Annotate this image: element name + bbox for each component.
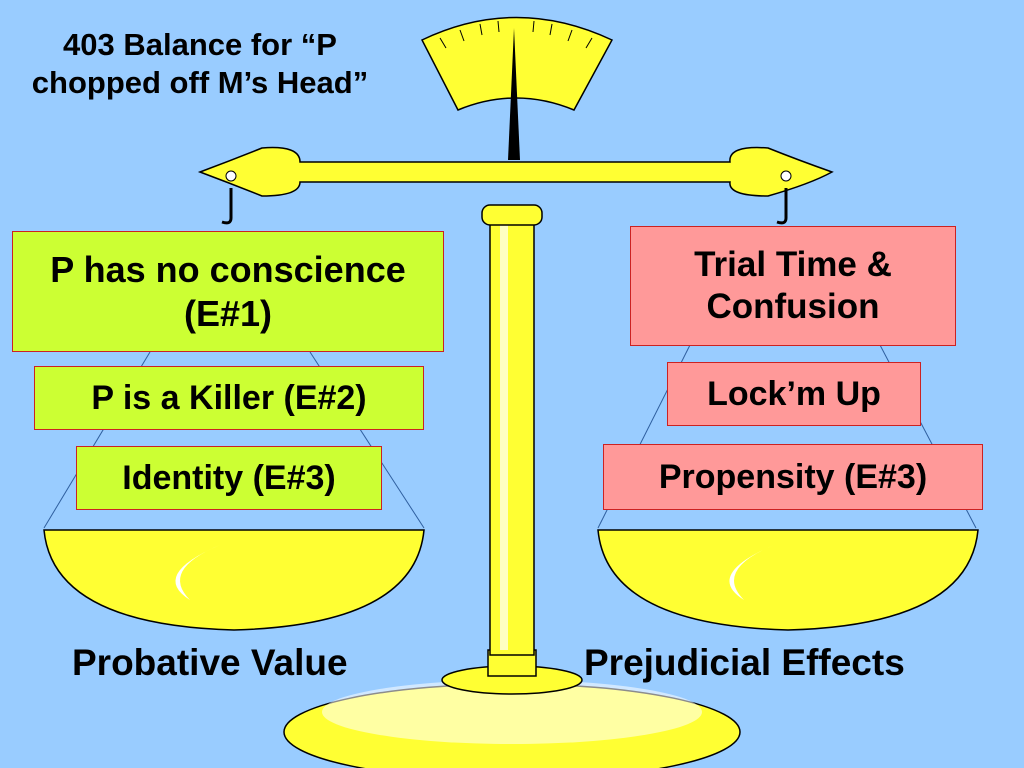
probative-item-1: P has no conscience (E#1) (12, 231, 444, 352)
prejudicial-item-2: Lock’m Up (667, 362, 921, 426)
prejudicial-effects-caption: Prejudicial Effects (584, 642, 905, 683)
scale-needle (508, 28, 520, 160)
probative-item-3: Identity (E#3) (76, 446, 382, 510)
prejudicial-item-1: Trial Time & Confusion (630, 226, 956, 346)
scale-gauge (420, 16, 614, 111)
left-pan (43, 529, 425, 631)
scale-beam (197, 146, 834, 197)
scale-pillar (489, 214, 535, 656)
probative-item-2: P is a Killer (E#2) (34, 366, 424, 430)
probative-value-caption: Probative Value (72, 642, 348, 683)
page-title: 403 Balance for “P chopped off M’s Head” (31, 27, 369, 100)
prejudicial-item-3: Propensity (E#3) (603, 444, 983, 510)
right-pan (597, 529, 979, 631)
